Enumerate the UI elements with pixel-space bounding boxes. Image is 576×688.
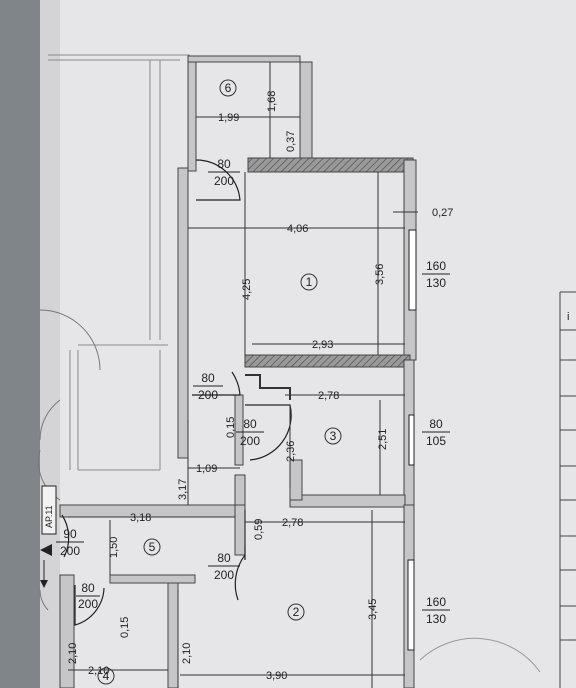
opening-window-r3: 80 105 [422,417,450,448]
svg-text:130: 130 [426,612,446,626]
door-arcs [61,159,292,626]
dim-corr-width: 1,09 [196,463,217,475]
dim-r1-wall: 0,27 [432,207,453,219]
dim-r4-wall: 0,15 [119,617,131,638]
dimension-lines [68,62,418,688]
opening-window-r1: 160 130 [422,259,450,290]
dim-r3-height: 2,51 [377,429,389,450]
dim-wall-015a: 0,15 [225,417,237,438]
dim-bottom-left: 2,10 [88,665,109,677]
svg-text:200: 200 [240,434,260,448]
svg-text:160: 160 [426,259,446,273]
svg-text:160: 160 [426,595,446,609]
opening-door-r4: 80 200 [76,581,100,611]
dim-r2-wall: 0,59 [253,519,265,540]
dim-r1-inner-height: 3,56 [374,264,386,285]
dim-corr-height: 3,17 [177,479,189,500]
svg-text:80: 80 [217,157,231,171]
room-6-label: 6 [219,79,237,97]
svg-text:200: 200 [214,568,234,582]
windows [407,229,417,651]
svg-text:6: 6 [225,81,232,95]
svg-text:1: 1 [306,275,313,289]
svg-text:80: 80 [217,551,231,565]
side-table-cell: i [567,311,569,323]
dim-r6-h2: 0,37 [285,131,297,152]
svg-text:130: 130 [426,276,446,290]
dim-r6-h1: 1,68 [266,91,278,112]
opening-door-r6: 80 200 [208,157,240,188]
svg-text:80: 80 [201,371,215,385]
room-2-label: 2 [287,603,305,621]
svg-text:200: 200 [214,174,234,188]
opening-door-r1: 80 200 [193,371,223,402]
opening-door-r2: 80 200 [208,551,240,582]
dim-r3-width: 2,78 [318,390,339,402]
outer-building-lines [48,54,190,471]
dim-r2-width: 2,78 [282,517,303,529]
stamp-arc [419,637,541,673]
svg-text:AP.11: AP.11 [44,505,54,528]
dim-r1-width: 4,06 [287,223,308,235]
svg-text:200: 200 [78,597,98,611]
dim-r3-inner: 2,36 [285,441,297,462]
dim-r4-h2: 2,10 [181,643,193,664]
dim-hall-width: 3,18 [130,512,151,524]
dim-r6-width: 1,99 [218,112,239,124]
dim-r1-height: 4,25 [241,279,253,300]
svg-text:2: 2 [293,605,300,619]
opening-door-r3: 80 200 [236,417,264,448]
svg-text:80: 80 [81,581,95,595]
svg-text:5: 5 [149,540,156,554]
entrance-tag: AP.11 [40,485,57,588]
dim-r4-h1: 2,10 [67,643,79,664]
side-table [559,291,576,688]
svg-text:4: 4 [103,669,110,683]
dim-r1-bottom: 2,93 [312,339,333,351]
opening-window-r2: 160 130 [422,595,450,626]
dim-r2-height: 3,45 [367,599,379,620]
svg-text:200: 200 [198,388,218,402]
svg-text:80: 80 [429,417,443,431]
room-4-label: 4 [97,667,115,685]
dim-hall-height: 1,50 [108,537,120,558]
svg-text:105: 105 [426,434,446,448]
opening-entrance-door: 90 200 [56,527,84,558]
svg-text:200: 200 [60,544,80,558]
room-3-label: 3 [324,427,342,445]
svg-text:80: 80 [243,417,257,431]
room-1-label: 1 [300,273,318,291]
dim-bottom-total: 3,90 [266,670,287,682]
room-5-label: 5 [143,538,161,556]
svg-text:90: 90 [63,527,77,541]
svg-text:3: 3 [330,429,337,443]
